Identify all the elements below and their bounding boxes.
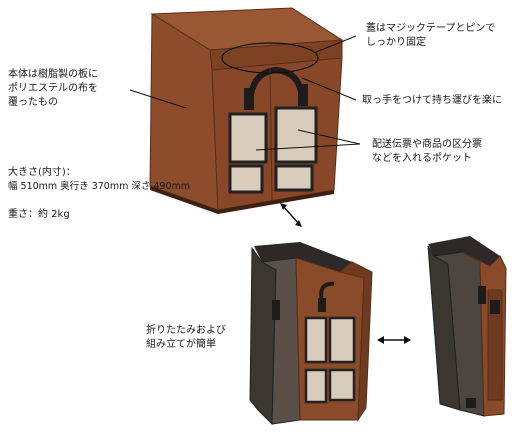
assembled-box <box>149 7 344 214</box>
label-handle: 取っ手をつけて持ち運びを楽に <box>362 95 502 106</box>
folded-pocket-3 <box>304 368 328 404</box>
folded-right-panel <box>338 261 373 422</box>
callout-line-pocket-2 <box>255 143 361 151</box>
folded-pocket-1 <box>304 316 328 364</box>
front-center-seam <box>269 67 273 201</box>
label-fold-line2: 組み立てが簡単 <box>146 339 216 350</box>
label-weight: 重さ：約 2kg <box>8 209 70 220</box>
double-arrow-diagonal <box>280 203 302 227</box>
folded-pocket-4 <box>328 368 356 402</box>
pocket-window-3 <box>228 164 264 194</box>
handle-strap-right <box>298 84 308 106</box>
label-body-line2: ポリエステルの布を <box>8 83 98 94</box>
folded-center-left-panel <box>260 257 301 425</box>
callout-line-body <box>129 89 187 109</box>
folded-left-panel <box>249 246 277 426</box>
fully-folded-box <box>427 236 507 417</box>
label-lid-line2: しっかり固定 <box>366 37 426 48</box>
label-pocket-line2: などを入れるポケット <box>372 153 472 164</box>
callout-line-pocket-1 <box>297 129 361 145</box>
callout-line-handle <box>301 77 357 101</box>
label-size-values: 幅 510mm 奥行き 370mm 深さ 490mm <box>8 181 191 192</box>
pocket-window-2 <box>274 106 318 164</box>
label-size-title: 大きさ(内寸)： <box>8 167 76 178</box>
pocket-window-1 <box>228 112 268 164</box>
label-pocket-line1: 配送伝票や商品の区分票 <box>372 139 482 150</box>
callout-line-lid <box>315 35 357 53</box>
label-body-line3: 覆ったもの <box>8 97 58 108</box>
box-bottom-edge <box>150 186 334 214</box>
handle-strap-left <box>244 88 254 110</box>
folded-pocket-2 <box>328 316 356 364</box>
label-fold-line1: 折りたたみおよび <box>146 325 226 336</box>
label-lid-line1: 蓋はマジックテープとピンで <box>366 23 496 34</box>
pocket-window-4 <box>274 164 314 192</box>
label-body-line1: 本体は樹脂製の板に <box>8 69 98 80</box>
half-folded-box <box>249 242 373 426</box>
lid-highlight-ellipse <box>221 42 319 74</box>
double-arrow-horizontal <box>377 336 411 344</box>
